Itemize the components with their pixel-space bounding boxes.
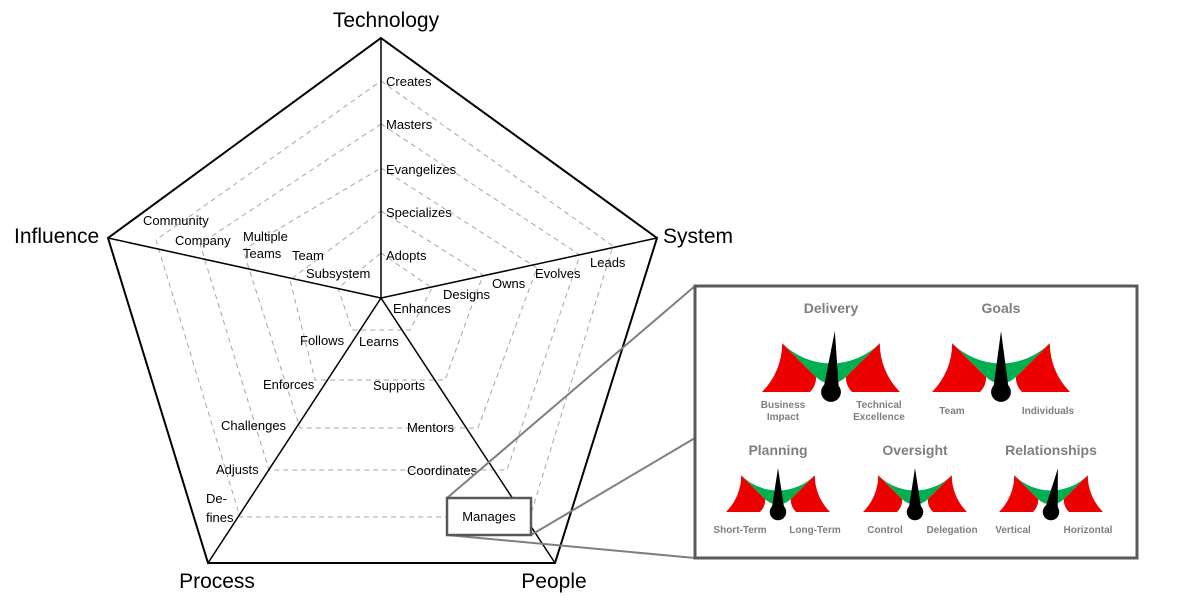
radar-outline — [106, 36, 659, 564]
gauge-title: Planning — [748, 442, 807, 458]
gauge-left-label: Vertical — [995, 525, 1031, 536]
ring-1 — [337, 252, 433, 331]
gauge-right-label: Delegation — [926, 525, 977, 536]
spoke-process — [207, 297, 382, 564]
ring-3 — [242, 167, 538, 429]
gauge-needle-hub — [769, 503, 787, 521]
gauge-needle-hub — [991, 382, 1011, 402]
level-label: Adopts — [386, 248, 427, 263]
ring-2 — [289, 210, 484, 381]
level-label: Leads — [590, 255, 626, 270]
gauge-left-label: Business — [761, 400, 806, 411]
gauge-needle-hub — [906, 503, 924, 521]
gauge-red-right-segment — [1063, 475, 1103, 512]
gauge-right-label: Excellence — [853, 412, 905, 423]
level-label: Mentors — [407, 420, 454, 435]
spoke-influence — [107, 237, 382, 299]
radar-rings — [155, 80, 614, 518]
axis-title-influence: Influence — [14, 225, 99, 248]
gauge-red-right-segment — [845, 343, 900, 392]
axis-title-system: System — [663, 225, 733, 248]
gauge-left-label: Impact — [767, 412, 800, 423]
gauge-left-label: Control — [867, 525, 903, 536]
spoke-system — [380, 237, 658, 299]
gauge-left-label: Team — [939, 406, 964, 417]
level-label-manages: Manages — [462, 509, 516, 524]
level-label: De- — [206, 491, 227, 506]
gauge-left-label: Short-Term — [713, 525, 766, 536]
level-label: Supports — [373, 378, 426, 393]
gauge-right-label: Individuals — [1022, 406, 1075, 417]
ring-5 — [155, 80, 614, 518]
axis-title-technology: Technology — [333, 9, 440, 32]
level-label: Multiple — [243, 229, 288, 244]
level-label: Adjusts — [216, 462, 259, 477]
level-label: fines — [206, 510, 234, 525]
level-label: Evolves — [535, 266, 581, 281]
gauge-red-left-segment — [932, 343, 987, 392]
gauge-title: Relationships — [1005, 442, 1097, 458]
level-label: Team — [292, 248, 324, 263]
axis-title-people: People — [521, 570, 586, 593]
level-label: Coordinates — [407, 463, 478, 478]
level-label: Learns — [359, 334, 399, 349]
gauge-right-label: Horizontal — [1064, 525, 1113, 536]
gauge-red-left-segment — [726, 475, 766, 512]
gauge-right-label: Long-Term — [789, 525, 841, 536]
level-label: Enhances — [393, 301, 451, 316]
level-label: Creates — [386, 74, 432, 89]
radar-spokes — [107, 38, 658, 564]
level-label: Teams — [243, 246, 282, 261]
gauge-right-label: Technical — [856, 400, 902, 411]
gauge-red-right-segment — [927, 475, 967, 512]
gauge-needle-hub — [1042, 503, 1060, 521]
level-label: Evangelizes — [386, 162, 457, 177]
gauge-title: Goals — [982, 300, 1021, 316]
level-label: Owns — [492, 276, 526, 291]
gauge-title: Oversight — [882, 442, 948, 458]
gauge-red-right-segment — [790, 475, 830, 512]
level-label: Enforces — [263, 377, 315, 392]
level-label: Community — [143, 213, 209, 228]
level-label: Specializes — [386, 205, 452, 220]
gauge-red-right-segment — [1015, 343, 1070, 392]
zoom-connector-bottom — [446, 534, 696, 559]
level-label: Designs — [443, 287, 490, 302]
gauge-needle — [908, 468, 922, 512]
gauge-title: Delivery — [804, 300, 859, 316]
level-label: Company — [175, 233, 231, 248]
manages-highlight-box — [445, 496, 533, 537]
gauge-red-left-segment — [863, 475, 903, 512]
zoom-connector-top — [446, 285, 696, 499]
level-label: Follows — [300, 333, 345, 348]
level-label: Masters — [386, 117, 433, 132]
level-label: Subsystem — [306, 266, 370, 281]
gauge-red-left-segment — [762, 343, 817, 392]
gauge-needle — [1044, 468, 1058, 514]
gauge-needle — [771, 468, 785, 512]
gauge-needle — [992, 331, 1010, 392]
axis-title-process: Process — [179, 570, 255, 593]
gauge-needle — [822, 331, 840, 393]
ring-4 — [199, 123, 581, 471]
zoom-connector-mid — [530, 437, 696, 536]
gauge-needle-hub — [821, 382, 841, 402]
gauge-red-left-segment — [999, 475, 1039, 512]
level-label: Challenges — [221, 418, 287, 433]
